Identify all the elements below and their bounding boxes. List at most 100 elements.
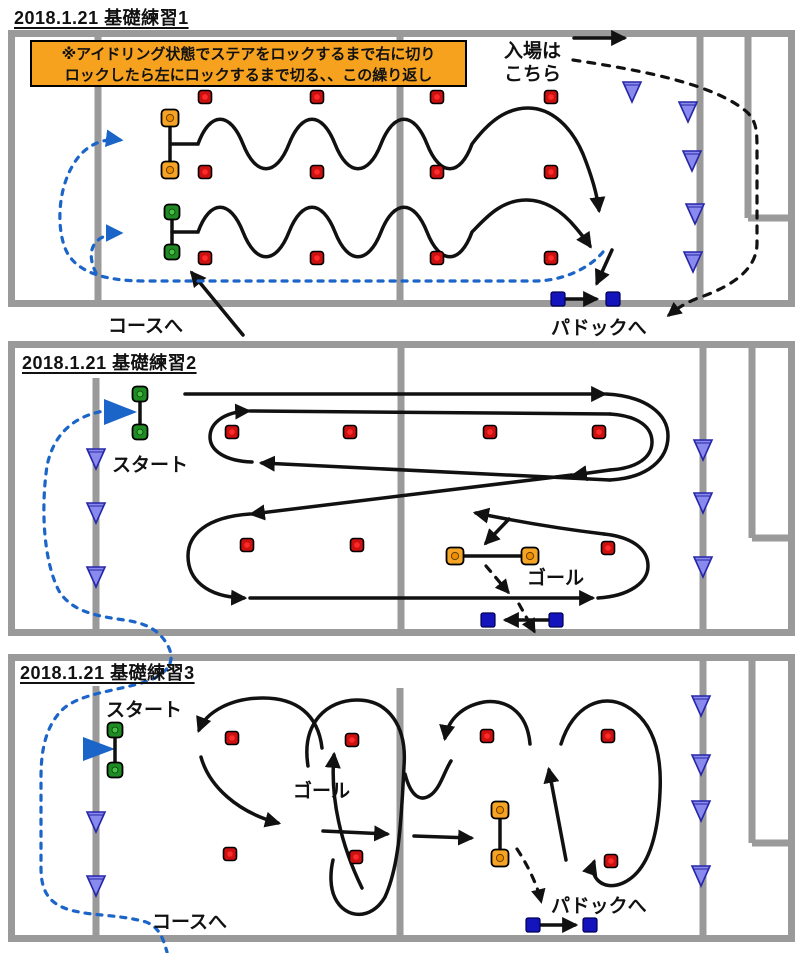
course3-goal-up-arrow (324, 751, 364, 890)
course1-note-line1: ※アイドリング状態でステアをロックするまで右に切り (61, 46, 436, 63)
course3-start-arrow (83, 737, 115, 761)
course3-loop1 (196, 696, 324, 750)
course2-uturn-right-low (596, 532, 650, 600)
pylon-triangle-icon (690, 754, 712, 777)
orange-gate-marker-icon (490, 800, 510, 820)
course1-slalom-upper (170, 106, 606, 214)
pylon-triangle-icon (85, 811, 107, 834)
course2-markers (85, 385, 714, 628)
course3-dashed-routes (83, 737, 546, 904)
red-cone-icon (342, 424, 358, 440)
pylon-triangle-icon (690, 800, 712, 823)
red-cone-icon (222, 846, 238, 862)
orange-gate-marker-icon (490, 848, 510, 868)
pylon-triangle-icon (681, 150, 703, 173)
red-cone-icon (543, 250, 559, 266)
red-cone-icon (239, 537, 255, 553)
green-gate-marker-icon (106, 761, 124, 779)
course2-exit-dashed-a (484, 564, 510, 595)
course3-goal-label: ゴール (293, 781, 351, 802)
course2-line4 (472, 507, 606, 536)
course2-goal-label: ゴール (527, 568, 585, 589)
course2-walls (8, 341, 795, 636)
course1-dashed-routes (58, 58, 759, 317)
red-cone-icon (197, 250, 213, 266)
course2-return2b (248, 473, 574, 521)
pylon-triangle-icon (692, 556, 714, 579)
green-gate-marker-icon (163, 203, 181, 221)
orange-gate-marker-icon (160, 108, 180, 128)
course1-return-dashed-inner (89, 224, 124, 275)
course1-markers (160, 81, 706, 307)
red-cone-icon (429, 89, 445, 105)
pylon-triangle-icon (692, 439, 714, 462)
pylon-triangle-icon (85, 448, 107, 471)
red-cone-icon (591, 424, 607, 440)
green-gate-marker-icon (131, 385, 149, 403)
course2-exit-dashed-b (517, 602, 536, 634)
orange-gate-marker-icon (160, 160, 180, 180)
red-cone-icon (600, 540, 616, 556)
red-cone-icon (349, 537, 365, 553)
course1-to-paddock-arrow (595, 248, 614, 286)
green-gate-marker-icon (163, 243, 181, 261)
course3-loop1-exit (199, 755, 282, 828)
blue-gate-marker-icon (582, 917, 598, 933)
red-cone-icon (309, 164, 325, 180)
course1-to-course-arrow (189, 270, 245, 337)
course1-note-line2: ロックしたら左にロックするまで切る、、この繰り返し (64, 67, 433, 84)
course3-exit-dashed (515, 847, 546, 904)
course2-uturn-right-inner (608, 412, 654, 472)
blue-gate-marker-icon (480, 612, 496, 628)
red-cone-icon (543, 89, 559, 105)
course3-mid-arrow1 (321, 825, 391, 842)
pylon-triangle-icon (85, 502, 107, 525)
red-cone-icon (309, 89, 325, 105)
green-gate-marker-icon (106, 721, 124, 739)
course1-to-course-label: コースへ (108, 316, 184, 337)
course2-uturn-left-small (208, 403, 254, 464)
course2-route-lines (183, 385, 670, 629)
course1-title: 2018.1.21 基礎練習1 (14, 8, 189, 28)
red-cone-icon (429, 250, 445, 266)
course1-return-dashed-outer (58, 129, 605, 283)
course1-entry-dashed-path (571, 58, 759, 317)
pylon-triangle-icon (621, 81, 643, 104)
course1-to-paddock-label: パドックへ (551, 318, 647, 339)
course3-title: 2018.1.21 基礎練習3 (20, 663, 195, 683)
course3-loop4-entry-arrow (543, 766, 568, 862)
pylon-triangle-icon (684, 203, 706, 226)
course1-entry-label: 入場は こちら (504, 41, 562, 85)
course3-route-lines (196, 696, 663, 934)
course3-mid-arrow2 (412, 829, 475, 846)
red-cone-icon (197, 89, 213, 105)
red-cone-icon (197, 164, 213, 180)
red-cone-icon (603, 853, 619, 869)
course1-slalom-lower (170, 198, 592, 259)
blue-gate-marker-icon (605, 291, 621, 307)
pylon-triangle-icon (85, 566, 107, 589)
course3-loop3 (439, 699, 532, 746)
course2-to-course3-dashed (39, 408, 173, 953)
pylon-triangle-icon (690, 865, 712, 888)
red-cone-icon (600, 728, 616, 744)
course2-start-label: スタート (112, 455, 189, 476)
red-cone-icon (482, 424, 498, 440)
course2-uturn-right-outer (604, 392, 670, 482)
blue-gate-marker-icon (525, 917, 541, 933)
course1-route-lines (170, 29, 628, 337)
green-gate-marker-icon (131, 423, 149, 441)
course2-title: 2018.1.21 基礎練習2 (22, 353, 197, 373)
orange-gate-marker-icon (520, 546, 540, 566)
pylon-triangle-icon (690, 695, 712, 718)
course3-markers (85, 695, 712, 933)
orange-gate-marker-icon (445, 546, 465, 566)
course3-start-label: スタート (106, 700, 183, 721)
pylon-triangle-icon (692, 492, 714, 515)
course2-return2a (570, 465, 612, 482)
pylon-triangle-icon (85, 875, 107, 898)
pylon-triangle-icon (682, 251, 704, 274)
course2-goal-approach-arrow (483, 517, 511, 546)
course3-loop4 (559, 699, 663, 888)
